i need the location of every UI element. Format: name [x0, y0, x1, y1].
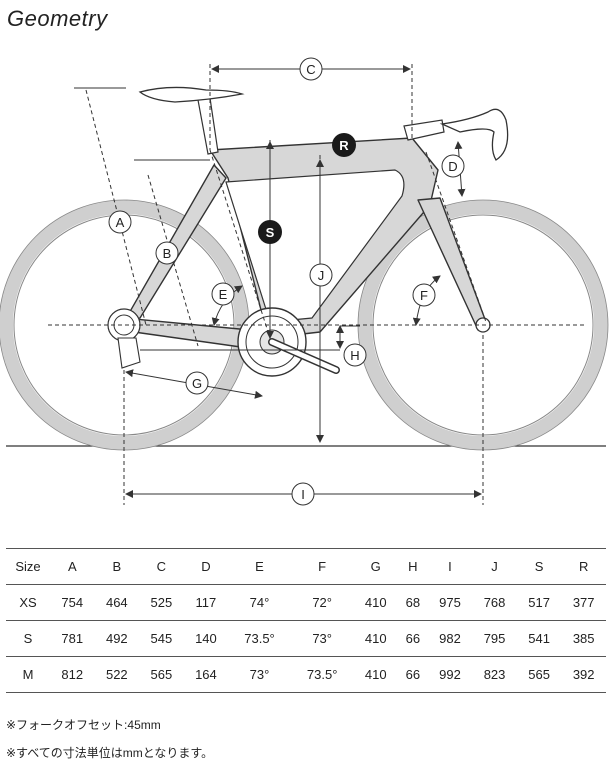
table-cell: 73.5° — [290, 656, 354, 693]
table-cell: 73° — [228, 656, 291, 693]
svg-text:C: C — [306, 62, 315, 77]
svg-text:I: I — [301, 487, 305, 502]
table-header: J — [472, 548, 517, 585]
table-cell: 72° — [290, 584, 354, 621]
rear-derailleur — [107, 308, 141, 369]
table-cell: M — [6, 656, 50, 693]
label-c: C — [299, 57, 323, 81]
table-cell: 410 — [353, 620, 399, 657]
svg-text:J: J — [318, 268, 325, 283]
svg-text:D: D — [448, 159, 457, 174]
table-header: G — [353, 548, 399, 585]
table-cell: 74° — [228, 584, 291, 621]
table-cell: XS — [6, 584, 50, 621]
label-j: J — [309, 263, 333, 287]
svg-text:H: H — [350, 348, 359, 363]
svg-text:F: F — [420, 288, 428, 303]
table-cell: 392 — [561, 656, 606, 693]
table-cell: 975 — [427, 584, 473, 621]
table-cell: 823 — [472, 656, 517, 693]
table-cell: 545 — [139, 620, 184, 657]
table-cell: 541 — [516, 620, 562, 657]
table-cell: 73.5° — [228, 620, 291, 657]
table-cell: 66 — [398, 656, 428, 693]
table-cell: 992 — [427, 656, 473, 693]
table-cell: 66 — [398, 620, 428, 657]
table-header: B — [94, 548, 140, 585]
table-cell: 385 — [561, 620, 606, 657]
table-cell: 117 — [183, 584, 229, 621]
dimension-arrows — [74, 65, 482, 498]
table-cell: 164 — [183, 656, 229, 693]
svg-text:R: R — [339, 138, 349, 153]
table-cell: 812 — [50, 656, 95, 693]
label-g: G — [185, 371, 209, 395]
note-fork-offset: ※フォークオフセット:45mm — [6, 718, 161, 732]
label-d: D — [441, 154, 465, 178]
table-header: F — [290, 548, 354, 585]
table-cell: 754 — [50, 584, 95, 621]
table-row: M 812 522 565 164 73° 73.5° 410 66 992 8… — [6, 656, 606, 693]
table-cell: 982 — [427, 620, 473, 657]
table-cell: 68 — [398, 584, 428, 621]
label-f: F — [412, 283, 436, 307]
table-cell: 565 — [516, 656, 562, 693]
svg-text:B: B — [163, 246, 172, 261]
table-cell: 492 — [94, 620, 140, 657]
table-cell: 525 — [139, 584, 184, 621]
table-cell: 73° — [290, 620, 354, 657]
saddle — [138, 86, 245, 103]
note-units: ※すべての寸法単位はmmとなります。 — [6, 746, 214, 760]
table-cell: S — [6, 620, 50, 657]
stem — [403, 119, 445, 141]
label-r: R — [332, 133, 356, 157]
table-cell: 464 — [94, 584, 140, 621]
label-s: S — [258, 220, 282, 244]
svg-text:E: E — [219, 287, 228, 302]
table-header-row: Size A B C D E F G H I J S R — [6, 548, 606, 585]
table-cell: 522 — [94, 656, 140, 693]
table-header: I — [427, 548, 473, 585]
table-header: C — [139, 548, 184, 585]
page-title: Geometry — [7, 6, 108, 31]
table-cell: 565 — [139, 656, 184, 693]
table-header: Size — [6, 548, 50, 585]
table-cell: 410 — [353, 656, 399, 693]
seatpost — [197, 97, 219, 155]
table-header: H — [398, 548, 428, 585]
svg-text:A: A — [116, 215, 125, 230]
table-cell: 781 — [50, 620, 95, 657]
svg-text:G: G — [192, 376, 202, 391]
table-header: S — [516, 548, 562, 585]
geometry-table: Size A B C D E F G H I J S R XS 754 464 … — [6, 548, 606, 693]
label-a: A — [108, 210, 132, 234]
handlebar — [439, 108, 509, 161]
table-row: XS 754 464 525 117 74° 72° 410 68 975 76… — [6, 584, 606, 621]
table-cell: 410 — [353, 584, 399, 621]
table-cell: 768 — [472, 584, 517, 621]
table-cell: 140 — [183, 620, 229, 657]
table-cell: 517 — [516, 584, 562, 621]
table-cell: 377 — [561, 584, 606, 621]
table-row: S 781 492 545 140 73.5° 73° 410 66 982 7… — [6, 620, 606, 657]
label-h: H — [343, 343, 367, 367]
table-header: A — [50, 548, 95, 585]
label-e: E — [211, 282, 235, 306]
diagram-labels: A B C D E F G H I J S R — [108, 57, 465, 506]
bike-geometry-diagram: A B C D E F G H I J S R — [0, 57, 609, 506]
table-cell: 795 — [472, 620, 517, 657]
table-header: R — [561, 548, 606, 585]
label-b: B — [155, 241, 179, 265]
svg-text:S: S — [266, 225, 275, 240]
table-header: D — [183, 548, 229, 585]
table-header: E — [228, 548, 291, 585]
label-i: I — [291, 482, 315, 506]
